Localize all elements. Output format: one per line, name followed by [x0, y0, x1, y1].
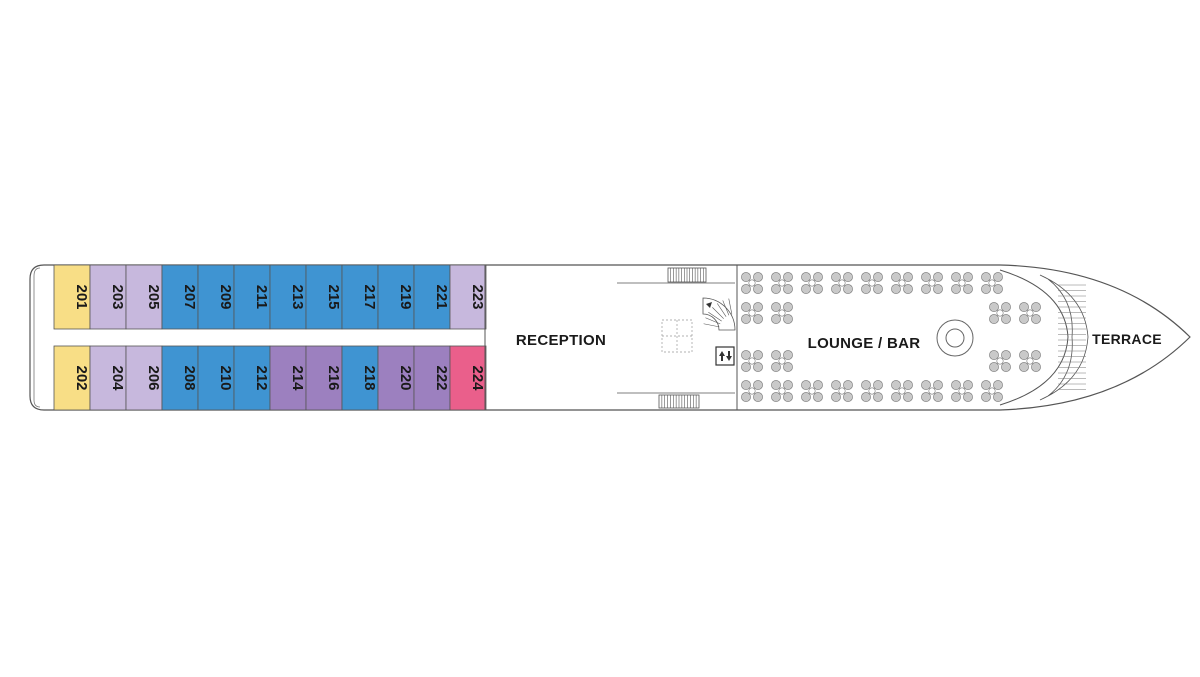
cabin-number: 219	[397, 284, 414, 309]
cabin-218[interactable]: 218	[341, 345, 379, 411]
cabin-209[interactable]: 209	[197, 264, 235, 330]
lounge-table	[891, 272, 913, 294]
cabin-number: 213	[289, 284, 306, 309]
table-icon	[661, 319, 693, 353]
lounge-table	[771, 302, 793, 324]
lounge-label: LOUNGE / BAR	[808, 335, 921, 352]
lounge-table	[891, 380, 913, 402]
cabin-222[interactable]: 222	[413, 345, 451, 411]
cabin-number: 223	[469, 284, 486, 309]
cabin-208[interactable]: 208	[161, 345, 199, 411]
terrace-label: TERRACE	[1092, 331, 1162, 347]
corridor	[38, 329, 485, 346]
cabin-211[interactable]: 211	[233, 264, 271, 330]
cabin-202[interactable]: 202	[53, 345, 91, 411]
lounge-table	[921, 272, 943, 294]
cabin-206[interactable]: 206	[125, 345, 163, 411]
cabin-220[interactable]: 220	[377, 345, 415, 411]
cabin-201[interactable]: 201	[53, 264, 91, 330]
lounge-table	[1019, 302, 1041, 324]
lounge-table	[741, 302, 763, 324]
cabin-number: 206	[145, 365, 162, 390]
cabins-bottom-row: 202 204 206 208 210 212 214 216 218 220 222 224	[53, 345, 487, 411]
lounge-table	[831, 272, 853, 294]
staircase-icon	[702, 297, 736, 331]
lounge-table	[981, 272, 1003, 294]
cabin-213[interactable]: 213	[269, 264, 307, 330]
lounge-front-wall	[999, 269, 1069, 406]
reception-label: RECEPTION	[516, 332, 606, 349]
lounge-table	[771, 272, 793, 294]
cabin-221[interactable]: 221	[413, 264, 451, 330]
cabin-number: 202	[73, 365, 90, 390]
cabin-number: 222	[433, 365, 450, 390]
lounge-table	[831, 380, 853, 402]
lounge-table	[981, 380, 1003, 402]
cabin-number: 217	[361, 284, 378, 309]
lounge-table	[741, 350, 763, 372]
lounge-table	[921, 380, 943, 402]
cabin-number: 204	[109, 365, 126, 391]
cabin-219[interactable]: 219	[377, 264, 415, 330]
lounge-table	[771, 350, 793, 372]
ship-hull-inner	[33, 267, 41, 408]
lounge-table	[1019, 350, 1041, 372]
cabin-number: 215	[325, 284, 342, 309]
cabins-top-row: 201 203 205 207 209 211 213 215 217 219 221 223	[53, 264, 487, 330]
cabin-number: 216	[325, 365, 342, 390]
lounge-seating	[741, 272, 1041, 402]
lounge-table	[989, 302, 1011, 324]
cabin-204[interactable]: 204	[89, 345, 127, 411]
lounge-table	[771, 380, 793, 402]
cabin-212[interactable]: 212	[233, 345, 271, 411]
terrace-steps	[1039, 274, 1089, 401]
cabin-217[interactable]: 217	[341, 264, 379, 330]
cabin-224[interactable]: 224	[449, 345, 487, 411]
cabin-216[interactable]: 216	[305, 345, 343, 411]
lounge-table	[861, 272, 883, 294]
stairs-bottom	[617, 392, 735, 409]
cabin-number: 203	[109, 284, 126, 309]
lounge-table	[989, 350, 1011, 372]
lounge-table	[801, 380, 823, 402]
cabin-205[interactable]: 205	[125, 264, 163, 330]
cabin-214[interactable]: 214	[269, 345, 307, 411]
lounge-table	[801, 272, 823, 294]
bar-counter-icon	[936, 319, 974, 357]
lounge-table	[741, 380, 763, 402]
cabin-number: 209	[217, 284, 234, 309]
cabin-number: 210	[217, 365, 234, 390]
stairs-top	[617, 267, 735, 284]
cabin-215[interactable]: 215	[305, 264, 343, 330]
cabin-number: 214	[289, 365, 306, 391]
cabin-number: 208	[181, 365, 198, 390]
lounge-table	[951, 380, 973, 402]
lounge-table	[951, 272, 973, 294]
cabin-203[interactable]: 203	[89, 264, 127, 330]
cabin-number: 212	[253, 365, 270, 390]
cabin-number: 221	[433, 284, 450, 309]
cabin-number: 224	[469, 365, 486, 391]
cabin-223[interactable]: 223	[449, 264, 487, 330]
cabin-number: 218	[361, 365, 378, 390]
lounge-table	[861, 380, 883, 402]
cabin-210[interactable]: 210	[197, 345, 235, 411]
elevator-icon	[715, 346, 735, 366]
cabin-number: 211	[253, 285, 270, 309]
cabin-number: 201	[73, 284, 90, 309]
lounge-table	[741, 272, 763, 294]
cabin-number: 207	[181, 284, 198, 309]
cabin-number: 205	[145, 284, 162, 309]
cabin-207[interactable]: 207	[161, 264, 199, 330]
cabin-number: 220	[397, 365, 414, 390]
